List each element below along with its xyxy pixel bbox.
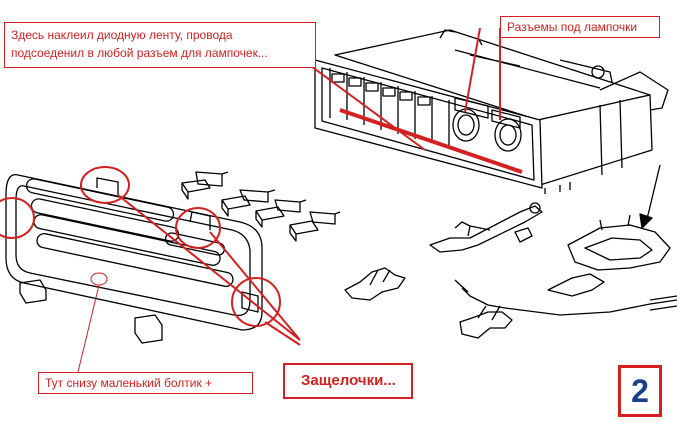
latch-circle-2 <box>80 166 130 204</box>
page-number: 2 <box>618 365 662 417</box>
bolt-callout: Тут снизу маленький болтик + <box>38 372 253 394</box>
latch-circle-4 <box>231 277 281 327</box>
bolt-leader <box>77 284 100 373</box>
sockets-leader-1 <box>464 27 481 113</box>
latch-circle-3 <box>175 207 221 249</box>
led-strip <box>339 108 523 174</box>
led-strip-note-line2: подсоеденил в любой разъем для лампочек.… <box>11 46 268 60</box>
knob-caps <box>19 171 341 344</box>
led-note-leader <box>299 57 426 151</box>
latch-circle-1 <box>0 197 35 239</box>
latches-leader <box>117 194 301 346</box>
led-strip-callout: Здесь наклеил диодную ленту, провода под… <box>4 22 316 68</box>
control-linkage <box>344 164 677 339</box>
heater-control-unit <box>314 29 669 194</box>
latches-callout: Защелочки... <box>283 363 413 399</box>
bulb-sockets-callout: Разъемы под лампочки <box>500 16 660 38</box>
led-strip-note-line1: Здесь наклеил диодную ленту, провода <box>11 28 233 42</box>
vent-frame <box>5 174 263 331</box>
